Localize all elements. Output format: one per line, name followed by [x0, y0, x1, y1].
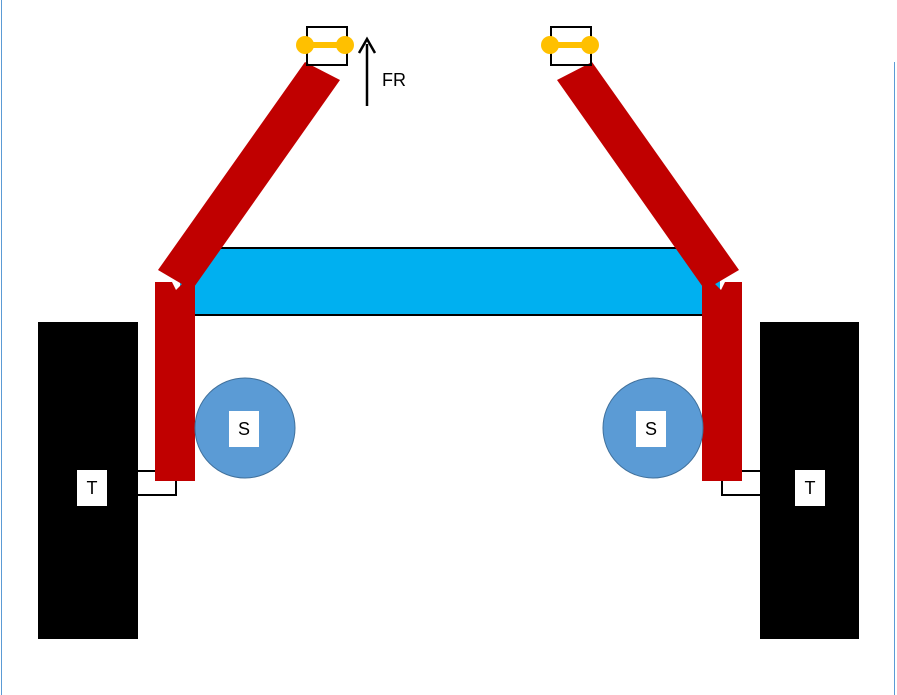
right-tire-bracket [721, 470, 760, 496]
left-tire-bracket [138, 470, 177, 496]
crossmember-bar [180, 248, 720, 315]
left-spring-label: S [238, 419, 250, 439]
left-tire-label-box [77, 470, 107, 506]
right-tire-label: T [805, 478, 816, 498]
right-upper-arm [557, 62, 739, 290]
right-spring-label-box [636, 411, 666, 447]
left-upper-arm [158, 62, 340, 290]
left-pivot-bushing [296, 36, 354, 54]
right-pivot-bushing [541, 36, 599, 54]
left-tire-label: T [87, 478, 98, 498]
left-knuckle-arm [155, 282, 195, 481]
front-arrow-icon [357, 36, 377, 106]
right-knuckle-arm [702, 282, 742, 481]
left-spring-label-box [229, 411, 259, 447]
front-arrow-label: FR [382, 70, 406, 90]
right-spring-label: S [645, 419, 657, 439]
right-tire-label-box [795, 470, 825, 506]
